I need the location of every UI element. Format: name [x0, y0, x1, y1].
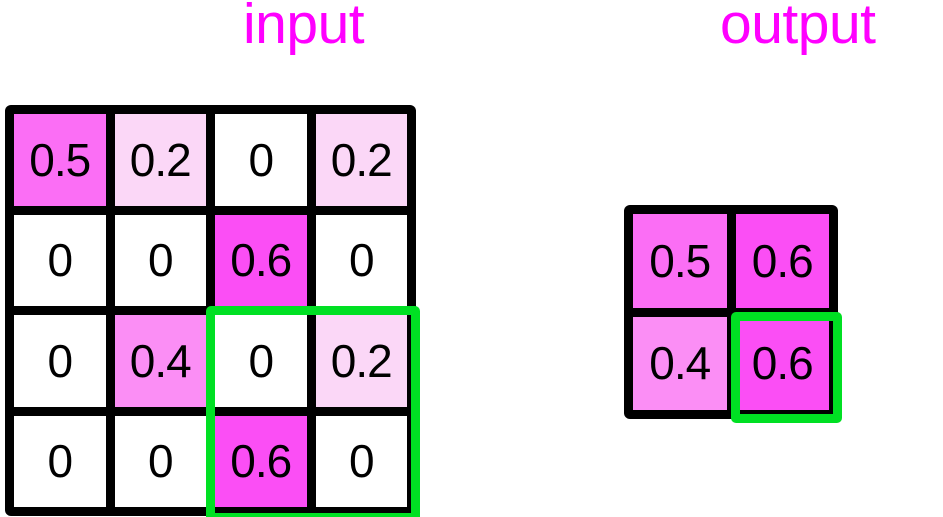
input-cell: 0	[315, 214, 407, 306]
input-cell: 0.2	[315, 114, 407, 206]
input-cell: 0	[215, 114, 307, 206]
input-cell: 0.2	[114, 114, 206, 206]
input-cell: 0.4	[114, 315, 206, 407]
input-cell: 0.2	[315, 315, 407, 407]
input-cell: 0	[14, 214, 106, 306]
output-cell: 0.6	[735, 214, 829, 308]
input-title-label: input	[243, 0, 365, 56]
output-title-label: output	[720, 0, 876, 56]
input-cell: 0.6	[215, 415, 307, 507]
input-cell: 0	[215, 315, 307, 407]
output-cell: 0.4	[633, 316, 727, 410]
input-cell: 0.5	[14, 114, 106, 206]
output-cell: 0.6	[735, 316, 829, 410]
input-cell: 0	[14, 415, 106, 507]
input-cell: 0	[315, 415, 407, 507]
input-cell: 0	[14, 315, 106, 407]
input-cell: 0.6	[215, 214, 307, 306]
output-cell: 0.5	[633, 214, 727, 308]
input-cell: 0	[114, 214, 206, 306]
input-cell: 0	[114, 415, 206, 507]
